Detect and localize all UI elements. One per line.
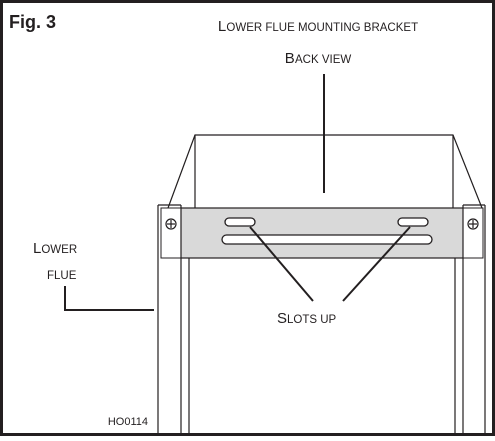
flue-box-top — [167, 134, 483, 209]
callout-lower-flue-line1: LOWER — [33, 240, 77, 257]
callout-slots-up: SLOTS UP — [277, 310, 337, 327]
left-mounting-plate — [160, 207, 182, 259]
right-mounting-plate — [462, 207, 484, 259]
slot-long — [221, 234, 433, 245]
slots-leader-left — [249, 226, 314, 302]
screw-left — [165, 218, 177, 230]
drawing-code: HO0114 — [108, 416, 148, 428]
mounting-bracket — [180, 207, 464, 259]
title-line-2: BACK VIEW — [285, 50, 352, 67]
bracket-slots — [221, 217, 433, 245]
slot-right — [397, 217, 429, 227]
screw-right — [467, 218, 479, 230]
lower-flue-leader-line — [64, 286, 154, 311]
figure-label: Fig. 3 — [9, 12, 56, 32]
callout-lower-flue-line2: FLUE — [47, 270, 77, 282]
slots-leader-right — [342, 226, 411, 302]
title-line-1: LOWER FLUE MOUNTING BRACKET — [218, 18, 418, 35]
slot-left — [224, 217, 256, 227]
